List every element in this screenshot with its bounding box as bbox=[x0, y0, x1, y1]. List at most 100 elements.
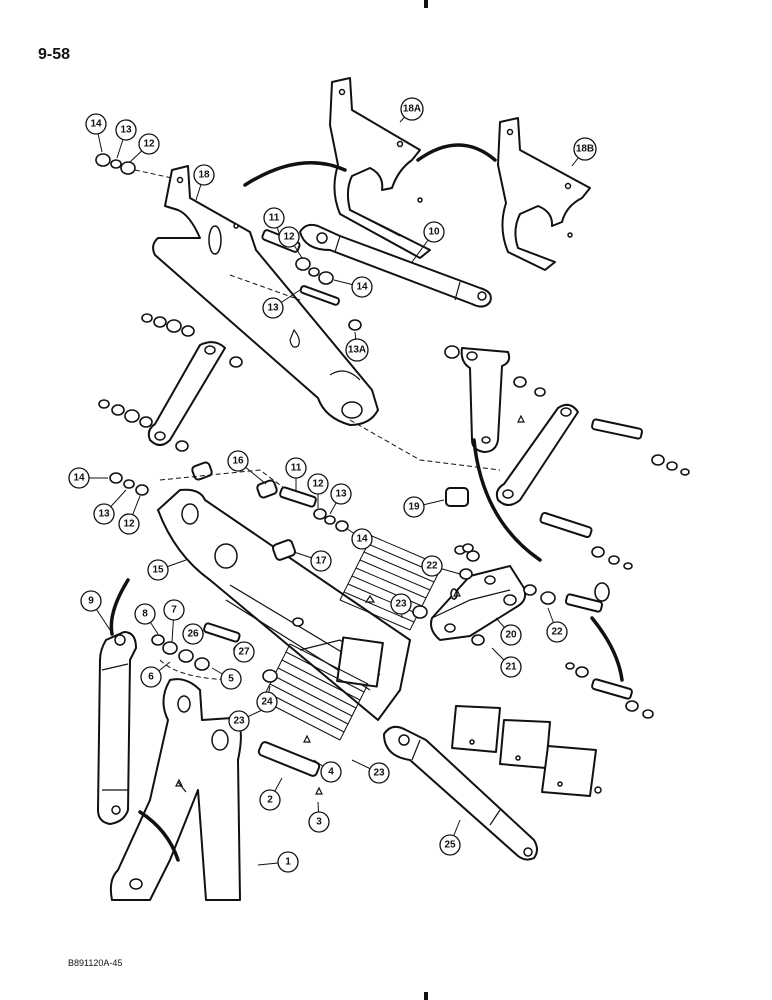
callout-14: 14 bbox=[345, 527, 373, 550]
callout-label: 13A bbox=[348, 345, 366, 356]
callout-23: 23 bbox=[228, 709, 263, 732]
bushing-19 bbox=[445, 487, 469, 507]
callout-26: 26 bbox=[182, 623, 204, 645]
callout-14: 14 bbox=[85, 113, 107, 153]
callout-circle bbox=[93, 503, 115, 525]
callout-label: 1 bbox=[285, 857, 291, 868]
callout-circle bbox=[345, 338, 369, 362]
washer-12-lower bbox=[313, 508, 327, 520]
callout-22: 22 bbox=[546, 607, 568, 643]
callout-label: 14 bbox=[356, 534, 368, 545]
callout-circle bbox=[163, 599, 185, 621]
side-link-right bbox=[444, 345, 690, 570]
callout-label: 18 bbox=[198, 170, 210, 181]
callout-13: 13 bbox=[93, 489, 127, 525]
callout-circle bbox=[80, 590, 102, 612]
callout-20: 20 bbox=[495, 617, 522, 646]
callout-15: 15 bbox=[147, 559, 187, 581]
washer-12-upper bbox=[295, 257, 311, 271]
callout-circle bbox=[307, 473, 329, 495]
callout-circle bbox=[193, 164, 215, 186]
callout-label: 18B bbox=[576, 144, 594, 155]
callout-label: 13 bbox=[267, 303, 279, 314]
side-link-left bbox=[98, 313, 243, 452]
callout-13a: 13A bbox=[345, 331, 369, 362]
rocker-20 bbox=[430, 565, 527, 641]
washer-14-topleft bbox=[95, 153, 111, 167]
callout-circle bbox=[351, 276, 373, 298]
callout-25: 25 bbox=[439, 819, 461, 856]
washers-lower-right bbox=[565, 662, 654, 719]
callout-label: 12 bbox=[123, 519, 135, 530]
callout-circle bbox=[330, 483, 352, 505]
callout-13: 13 bbox=[329, 483, 352, 515]
washer-14-left bbox=[109, 472, 123, 484]
callout-circle bbox=[421, 555, 443, 577]
callout-circle bbox=[233, 641, 255, 663]
callout-label: 12 bbox=[143, 139, 155, 150]
callout-label: 14 bbox=[73, 473, 85, 484]
callout-14: 14 bbox=[333, 276, 373, 298]
callout-8: 8 bbox=[134, 603, 159, 635]
bracket-variant-18b bbox=[497, 117, 591, 271]
callout-circle bbox=[259, 789, 281, 811]
callout-circle bbox=[285, 457, 307, 479]
callout-circle bbox=[500, 656, 522, 678]
callout-18b: 18B bbox=[571, 137, 597, 167]
callout-5: 5 bbox=[211, 667, 242, 690]
fin-guard-23-lower bbox=[261, 643, 369, 741]
callout-circle bbox=[308, 811, 330, 833]
callout-24: 24 bbox=[256, 685, 278, 713]
callout-circle bbox=[546, 621, 568, 643]
callout-label: 9 bbox=[88, 596, 94, 607]
pin-13-link bbox=[299, 285, 340, 306]
callout-22: 22 bbox=[421, 555, 461, 577]
washer-14-lower bbox=[335, 520, 349, 532]
bushing-16-b bbox=[256, 479, 278, 499]
retaining-ring bbox=[594, 582, 610, 602]
washer-12-left bbox=[135, 484, 149, 496]
washer-13-upper bbox=[308, 267, 320, 277]
callout-circle bbox=[277, 851, 299, 873]
callout-circle bbox=[262, 297, 284, 319]
callout-label: 5 bbox=[228, 674, 234, 685]
callout-label: 8 bbox=[142, 609, 148, 620]
callout-circle bbox=[147, 559, 169, 581]
callout-label: 22 bbox=[426, 561, 438, 572]
callout-circle bbox=[573, 137, 597, 161]
reference-arc-lower-right bbox=[590, 616, 624, 682]
pin-lower-right bbox=[591, 678, 633, 700]
callout-label: 19 bbox=[408, 502, 420, 513]
washer-13-topleft bbox=[110, 159, 122, 169]
callout-layer: 123456789101111121212121313131313A141414… bbox=[68, 97, 597, 873]
grease-fittings bbox=[175, 414, 525, 795]
pin-26 bbox=[203, 622, 241, 643]
callout-circle bbox=[263, 207, 285, 229]
callout-label: 6 bbox=[148, 672, 154, 683]
callout-label: 24 bbox=[261, 697, 273, 708]
callout-circle bbox=[68, 467, 90, 489]
callout-7: 7 bbox=[163, 599, 185, 643]
loader-arm-1 bbox=[109, 678, 242, 901]
callout-11: 11 bbox=[263, 207, 285, 237]
callout-circle bbox=[138, 133, 160, 155]
callout-18a: 18A bbox=[399, 97, 424, 123]
callout-circle bbox=[423, 221, 445, 243]
callout-label: 7 bbox=[171, 605, 177, 616]
callout-10: 10 bbox=[411, 221, 445, 263]
figure-code: B891120A-45 bbox=[68, 958, 123, 968]
reference-arc-right bbox=[472, 438, 542, 562]
callout-circle bbox=[368, 762, 390, 784]
upper-link-18 bbox=[152, 165, 501, 471]
callout-circle bbox=[500, 624, 522, 646]
callout-circle bbox=[220, 668, 242, 690]
washer-13-left bbox=[123, 479, 135, 489]
callout-circle bbox=[115, 119, 137, 141]
callout-12: 12 bbox=[307, 473, 329, 508]
callout-circle bbox=[256, 691, 278, 713]
washer-13-lower bbox=[324, 515, 336, 525]
callout-18: 18 bbox=[193, 164, 215, 201]
hydraulic-cylinder-9 bbox=[97, 578, 137, 825]
